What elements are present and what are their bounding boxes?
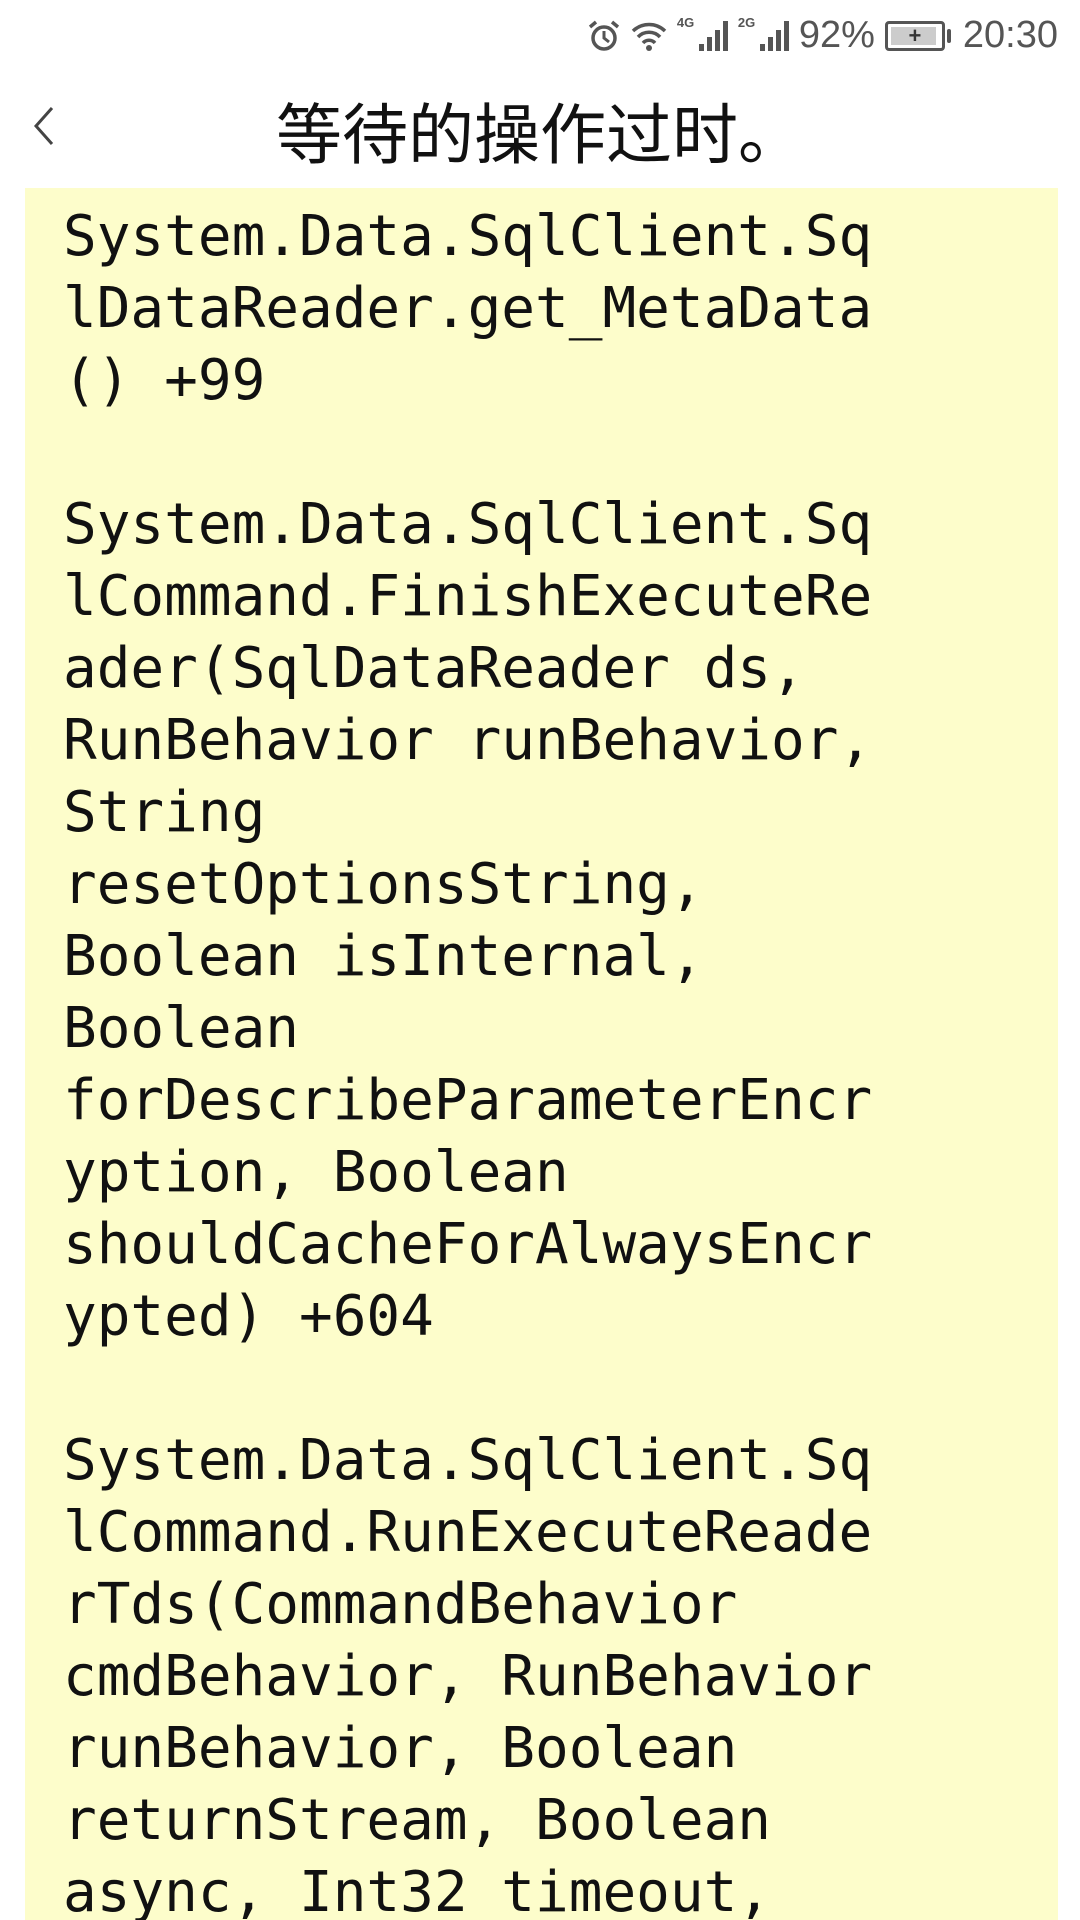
code-line: () +99: [63, 348, 266, 413]
code-block: System.Data.SqlClient.Sq lDataReader.get_…: [25, 188, 1058, 1920]
back-button[interactable]: [30, 104, 70, 154]
battery-percent: 92%: [798, 14, 875, 56]
code-line: System.Data.SqlClient.Sq: [63, 204, 873, 269]
page-title: 等待的操作过时。: [276, 97, 804, 174]
code-line: returnStream, Boolean: [63, 1788, 772, 1853]
code-line: yption, Boolean: [63, 1140, 569, 1205]
code-line: Boolean: [63, 996, 300, 1061]
code-line: lCommand.RunExecuteReade: [63, 1500, 873, 1565]
code-line: ader(SqlDataReader ds,: [63, 636, 805, 701]
code-line: lDataReader.get_MetaData: [63, 276, 873, 341]
code-line: ypted) +604: [63, 1284, 434, 1349]
code-line: System.Data.SqlClient.Sq: [63, 1428, 873, 1493]
status-bar: 4G 2G 92% + 20:30: [0, 0, 1080, 74]
code-line: shouldCacheForAlwaysEncr: [63, 1212, 873, 1277]
code-line: rTds(CommandBehavior: [63, 1572, 738, 1637]
code-line: String: [63, 780, 266, 845]
header: 等待的操作过时。: [0, 74, 1080, 188]
code-line: cmdBehavior, RunBehavior: [63, 1644, 873, 1709]
clock: 20:30: [962, 14, 1058, 56]
code-line: RunBehavior runBehavior,: [63, 708, 873, 773]
network-type-label: 4G: [676, 14, 695, 30]
code-line: forDescribeParameterEncr: [63, 1068, 873, 1133]
code-line: Boolean isInternal,: [63, 924, 704, 989]
alarm-icon: [588, 20, 619, 51]
code-line: runBehavior, Boolean: [63, 1716, 738, 1781]
signal-2g-icon: 2G: [738, 15, 789, 51]
code-line: resetOptionsString,: [63, 852, 704, 917]
battery-charging-icon: +: [884, 20, 951, 51]
network-type-label: 2G: [737, 14, 756, 30]
code-line: async, Int32 timeout,: [63, 1860, 772, 1920]
code-line: [63, 417, 1058, 489]
wifi-icon: [631, 22, 667, 51]
code-line: lCommand.FinishExecuteRe: [63, 564, 873, 629]
error-stack-trace: System.Data.SqlClient.Sq lDataReader.get_…: [25, 188, 1058, 1920]
code-line: [63, 1353, 1058, 1425]
signal-4g-icon: 4G: [677, 15, 728, 51]
code-line: System.Data.SqlClient.Sq: [63, 492, 873, 557]
chevron-left-icon: [33, 107, 54, 145]
